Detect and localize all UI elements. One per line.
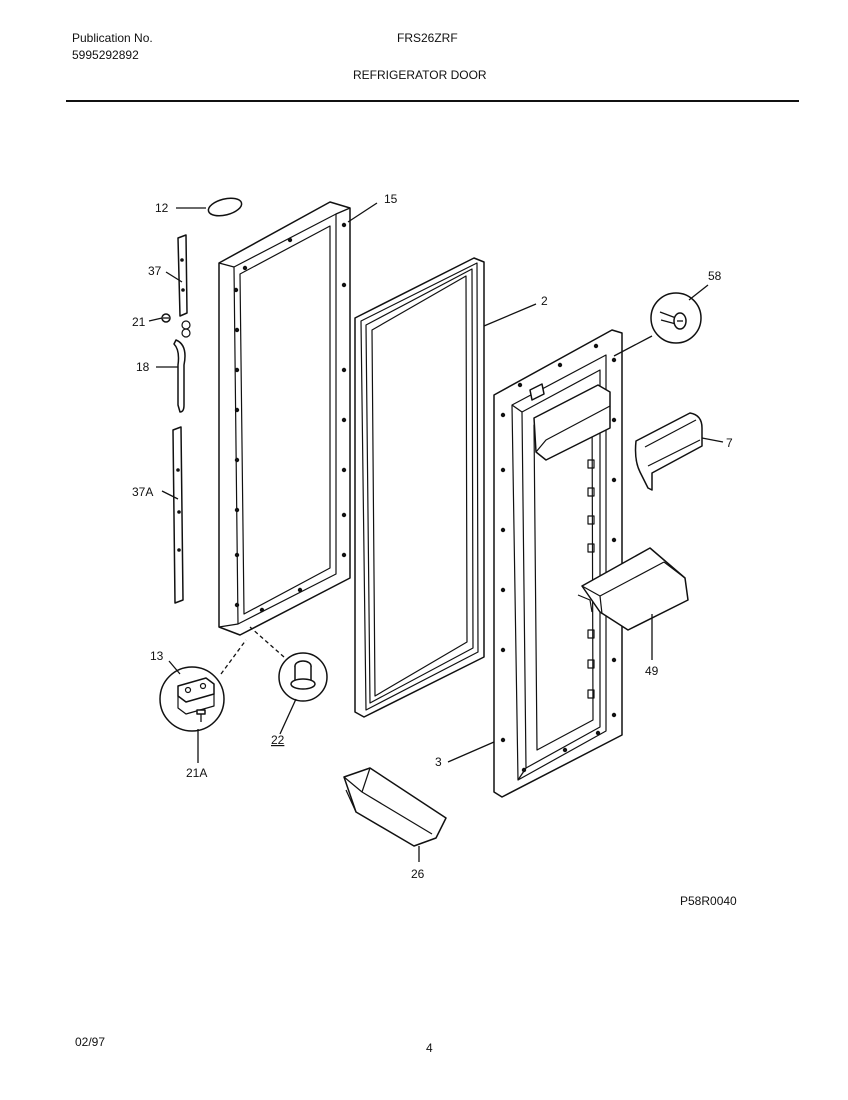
callout-leaders (148, 202, 724, 862)
part-13-hinge-detail (159, 666, 225, 732)
part-21-screw (161, 313, 171, 323)
section-title: REFRIGERATOR DOOR (353, 68, 487, 82)
callout-37a: 37A (132, 485, 153, 499)
part-37a-door-strip (172, 426, 184, 604)
callout-13: 13 (150, 649, 164, 663)
part-18-hinge (173, 320, 191, 413)
part-15-door-frame (218, 201, 351, 636)
callout-37: 37 (148, 264, 162, 278)
callout-22: 22 (271, 733, 285, 747)
callout-15: 15 (384, 192, 398, 206)
callout-7: 7 (726, 436, 733, 450)
callout-21a: 21A (186, 766, 207, 780)
callout-18: 18 (136, 360, 150, 374)
part-2-door-gasket (354, 257, 485, 718)
callout-58: 58 (708, 269, 722, 283)
callout-21: 21 (132, 315, 146, 329)
part-58-screw-detail (650, 292, 702, 344)
callout-26: 26 (411, 867, 425, 881)
part-26-door-bin (343, 767, 447, 847)
part-7-dairy-door (634, 412, 703, 491)
part-49-door-bin (577, 547, 689, 631)
header-divider (66, 100, 799, 102)
publication-label: Publication No. (72, 31, 153, 45)
publication-number: 5995292892 (72, 48, 139, 62)
callout-2: 2 (541, 294, 548, 308)
callout-49: 49 (645, 664, 659, 678)
page-number: 4 (426, 1041, 433, 1055)
part-22-door-cam (278, 652, 328, 702)
diagram-code: P58R0040 (680, 894, 737, 908)
callout-3: 3 (435, 755, 442, 769)
part-3-door-liner (493, 329, 623, 798)
callout-12: 12 (155, 201, 169, 215)
revision-date: 02/97 (75, 1035, 106, 1049)
part-37-door-strip (177, 234, 188, 317)
part-12-nameplate (207, 197, 243, 217)
model-number: FRS26ZRF (397, 31, 458, 45)
